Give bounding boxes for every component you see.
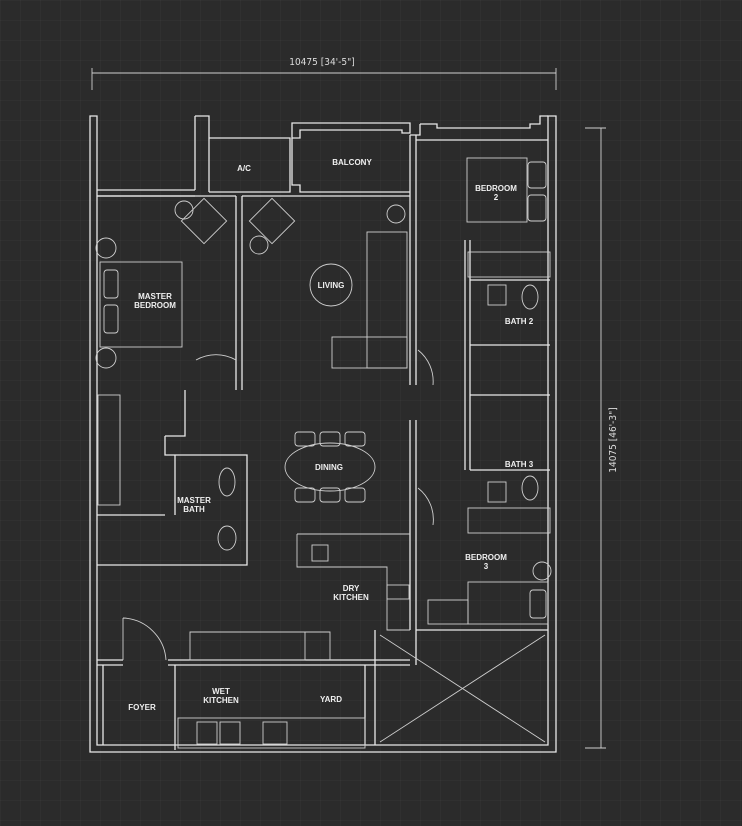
label-foyer: FOYER bbox=[128, 703, 156, 712]
label-bath3: BATH 3 bbox=[505, 460, 534, 469]
label-balcony: BALCONY bbox=[332, 158, 372, 167]
label-master-bedroom: MASTER bbox=[138, 292, 172, 301]
label-bath2: BATH 2 bbox=[505, 317, 534, 326]
label-ac: A/C bbox=[237, 164, 251, 173]
room-labels: A/C BALCONY BEDROOM 2 LIVING MASTER BEDR… bbox=[128, 158, 533, 712]
label-wet-kitchen-2: KITCHEN bbox=[203, 696, 239, 705]
label-wet-kitchen: WET bbox=[212, 687, 230, 696]
label-bedroom3: BEDROOM bbox=[465, 553, 507, 562]
label-dry-kitchen: DRY bbox=[343, 584, 360, 593]
label-master-bath-2: BATH bbox=[183, 505, 205, 514]
label-dry-kitchen-2: KITCHEN bbox=[333, 593, 369, 602]
furniture bbox=[95, 157, 552, 749]
label-master-bedroom-2: BEDROOM bbox=[134, 301, 176, 310]
walls bbox=[89, 115, 557, 753]
label-bedroom3-num: 3 bbox=[484, 562, 489, 571]
label-yard: YARD bbox=[320, 695, 342, 704]
label-living: LIVING bbox=[318, 281, 345, 290]
width-label: 10475 [34'-5"] bbox=[289, 57, 355, 68]
label-bedroom2-num: 2 bbox=[494, 193, 499, 202]
label-master-bath: MASTER bbox=[177, 496, 211, 505]
label-dining: DINING bbox=[315, 463, 343, 472]
width-dimension: 10475 [34'-5"] bbox=[91, 57, 557, 90]
height-dimension: 14075 [46'-3"] bbox=[585, 127, 619, 749]
height-label: 14075 [46'-3"] bbox=[608, 407, 619, 473]
label-bedroom2: BEDROOM bbox=[475, 184, 517, 193]
